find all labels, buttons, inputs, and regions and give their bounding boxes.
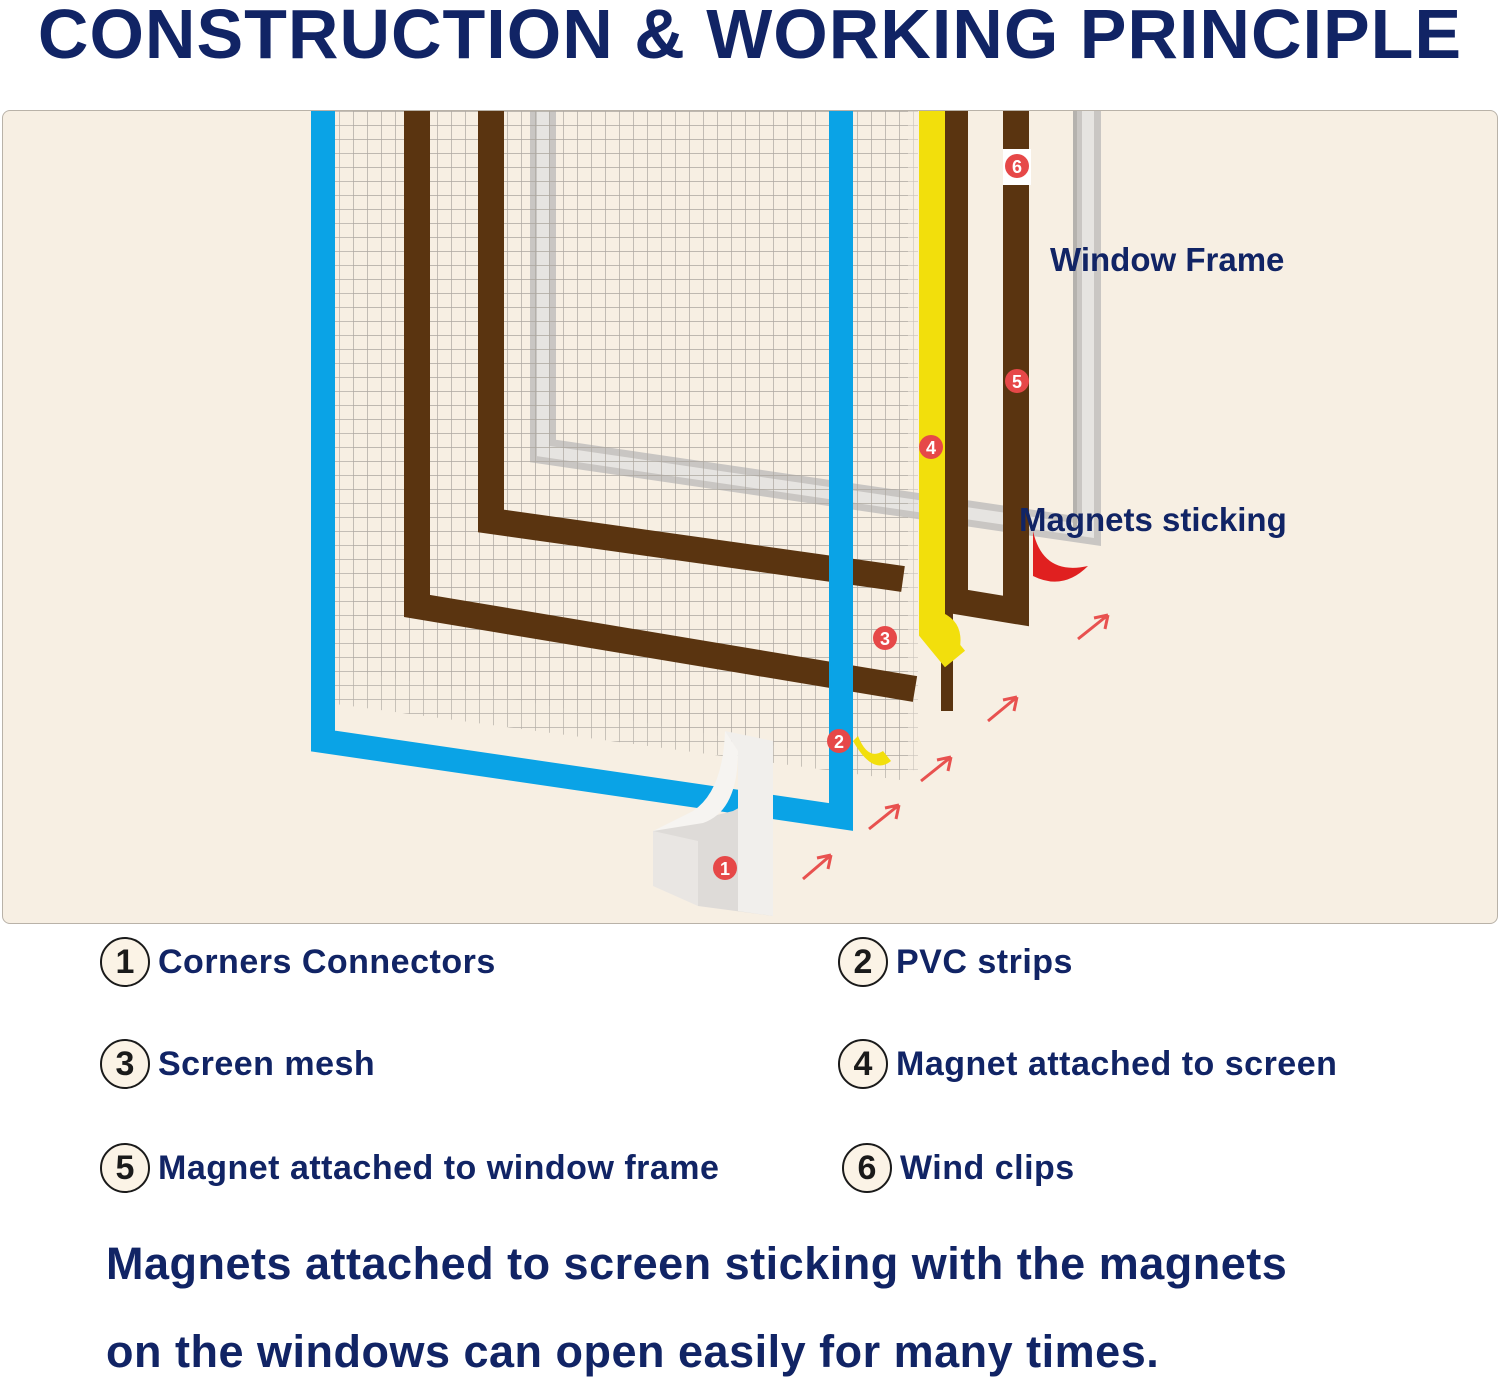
legend-item-3: 3 Screen mesh [100, 1036, 375, 1092]
screen-frame-outer-shape [404, 111, 918, 702]
svg-text:2: 2 [834, 732, 844, 752]
window-frame-label: Window Frame [1050, 241, 1285, 278]
marker-5: 5 [1005, 369, 1029, 393]
screen-frame-inner-shape [478, 111, 905, 592]
legend-number: 2 [838, 937, 888, 987]
legend-item-4: 4 Magnet attached to screen [838, 1036, 1337, 1092]
legend-number: 5 [100, 1143, 150, 1193]
construction-diagram: 1 2 3 4 5 6 Window Frame Magnets stickin… [2, 110, 1498, 924]
svg-text:4: 4 [926, 438, 936, 458]
legend-item-2: 2 PVC strips [838, 934, 1073, 990]
page-title: CONSTRUCTION & WORKING PRINCIPLE [37, 0, 1463, 73]
legend-number: 6 [842, 1143, 892, 1193]
legend-number: 4 [838, 1039, 888, 1089]
marker-4: 4 [919, 435, 943, 459]
legend-item-1: 1 Corners Connectors [100, 934, 496, 990]
legend-label: Wind clips [900, 1148, 1075, 1187]
magnets-sticking-label: Magnets sticking [1019, 501, 1287, 538]
svg-text:3: 3 [880, 629, 890, 649]
pvc-strip-shape [311, 111, 853, 831]
svg-text:5: 5 [1012, 372, 1022, 392]
legend-label: Magnet attached to window frame [158, 1148, 720, 1187]
marker-3: 3 [873, 626, 897, 650]
corner-connector-shape [653, 731, 773, 916]
marker-6: 6 [1005, 154, 1029, 178]
legend-number: 1 [100, 937, 150, 987]
legend-label: Corners Connectors [158, 942, 496, 981]
marker-1: 1 [713, 856, 737, 880]
legend-item-6: 6 Wind clips [842, 1140, 1075, 1196]
marker-2: 2 [827, 729, 851, 753]
legend-number: 3 [100, 1039, 150, 1089]
legend-item-5: 5 Magnet attached to window frame [100, 1140, 719, 1196]
window-frame-magnet-shape [942, 111, 1029, 627]
legend-label: PVC strips [896, 942, 1073, 981]
legend-label: Screen mesh [158, 1044, 376, 1083]
diagram-illustration: 1 2 3 4 5 6 [311, 111, 1110, 916]
legend-label: Magnet attached to screen [896, 1044, 1338, 1083]
svg-text:1: 1 [720, 859, 730, 879]
svg-text:6: 6 [1012, 157, 1022, 177]
footer-line-1: Magnets attached to screen sticking with… [106, 1238, 1288, 1289]
direction-arrows [802, 613, 1110, 881]
footer-line-2: on the windows can open easily for many … [106, 1326, 1160, 1377]
